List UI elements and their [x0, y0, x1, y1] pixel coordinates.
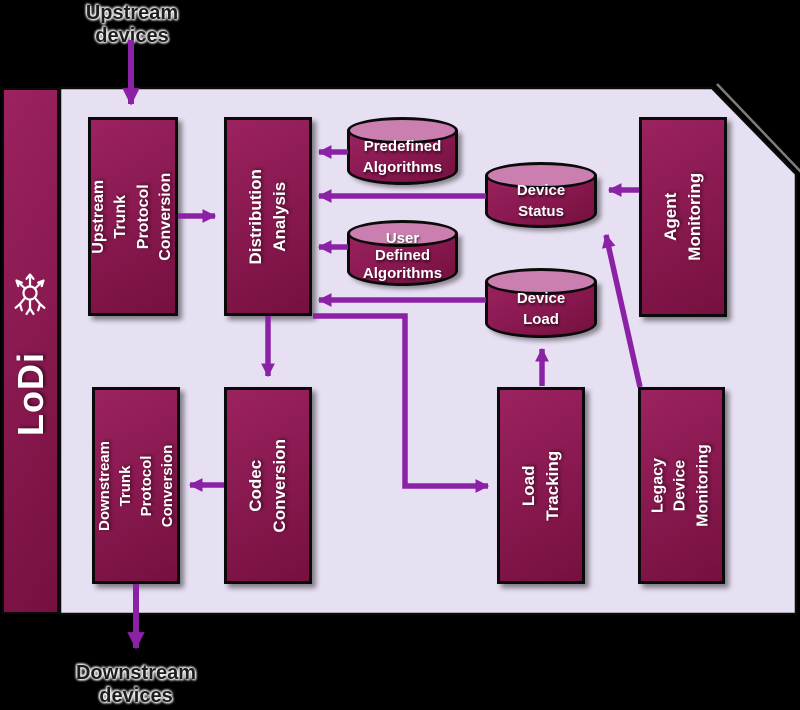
node-label: Agent Monitoring	[661, 173, 704, 261]
cylinder-user-defined-algorithms: User Defined Algorithms	[347, 220, 458, 286]
node-downstream-trunk-protocol-conversion: Downstream Trunk Protocol Conversion	[92, 387, 180, 584]
sidebar-title: LoDi	[9, 352, 51, 436]
cylinder-label: User Defined Algorithms	[362, 230, 443, 282]
cylinder-top	[485, 162, 597, 189]
node-label: Load Tracking	[519, 450, 562, 521]
downstream-devices-label: Downstream devices	[75, 662, 197, 707]
cylinder-label: Device Status	[516, 182, 566, 220]
cylinder-device-load: Device Load	[485, 268, 597, 338]
cylinder-label: Device Load	[516, 290, 566, 328]
node-label: Distribution Analysis	[246, 168, 290, 265]
cylinder-top	[347, 220, 458, 247]
lodi-sidebar	[2, 88, 59, 614]
sidebar-title-wrap: LoDi	[2, 352, 59, 436]
node-label: Legacy Device Monitoring	[649, 444, 712, 527]
upstream-devices-label: Upstream devices	[85, 2, 179, 47]
distribution-hub-icon	[14, 273, 46, 316]
node-codec-conversion: Codec Conversion	[224, 387, 312, 584]
corner-shadow-line	[716, 83, 800, 173]
cylinder-predefined-algorithms: Predefined Algorithms	[347, 117, 458, 185]
cylinder-device-status: Device Status	[485, 162, 597, 228]
cylinder-label: Predefined Algorithms	[362, 138, 443, 176]
cylinder-top	[347, 117, 458, 144]
node-load-tracking: Load Tracking	[497, 387, 585, 584]
node-label: Codec Conversion	[246, 438, 289, 533]
node-label: Upstream Trunk Protocol Conversion	[90, 172, 175, 261]
arrow-distribution-analysis-to-load-tracking	[313, 313, 490, 493]
cylinder-top	[485, 268, 597, 295]
node-label: Downstream Trunk Protocol Conversion	[96, 440, 176, 531]
node-agent-monitoring: Agent Monitoring	[639, 117, 727, 317]
node-upstream-trunk-protocol-conversion: Upstream Trunk Protocol Conversion	[88, 117, 178, 316]
node-legacy-device-monitoring: Legacy Device Monitoring	[638, 387, 725, 584]
arrow-legacy-device-monitoring-to-device-status	[602, 233, 643, 388]
node-distribution-analysis: Distribution Analysis	[224, 117, 312, 316]
